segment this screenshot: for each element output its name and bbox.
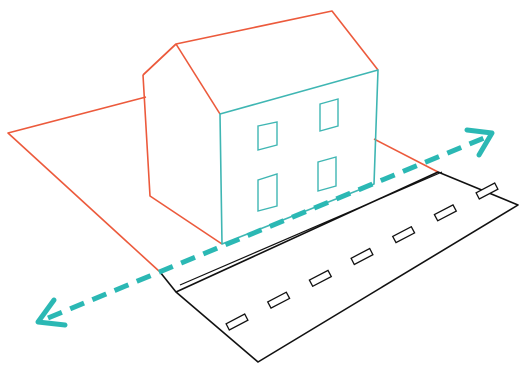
window-lower-left [258, 174, 277, 211]
lane-dash [476, 183, 498, 199]
road-surface [176, 172, 518, 362]
frontage-arrow-shaft [48, 138, 484, 318]
lane-dash [351, 249, 373, 265]
lane-dash [268, 292, 290, 308]
lane-dash [393, 227, 415, 243]
plot-left-boundary [8, 97, 160, 272]
lane-dash [434, 205, 456, 221]
window-upper-right [320, 99, 338, 131]
house-gable [176, 44, 220, 114]
house-front-facade [220, 70, 378, 244]
lane-dash [226, 314, 248, 330]
road-edge-near [160, 272, 176, 292]
window-upper-left [258, 122, 277, 150]
road-edge-line [180, 172, 442, 285]
house [143, 11, 378, 244]
house-side-wall [143, 75, 222, 244]
house-roof-ridge [143, 11, 378, 75]
lane-dash [309, 270, 331, 286]
plot-right-boundary [374, 139, 438, 172]
window-lower-right [318, 157, 336, 191]
house-side-eave [143, 44, 176, 75]
house-windows [258, 99, 338, 211]
lane-markings [226, 183, 498, 330]
